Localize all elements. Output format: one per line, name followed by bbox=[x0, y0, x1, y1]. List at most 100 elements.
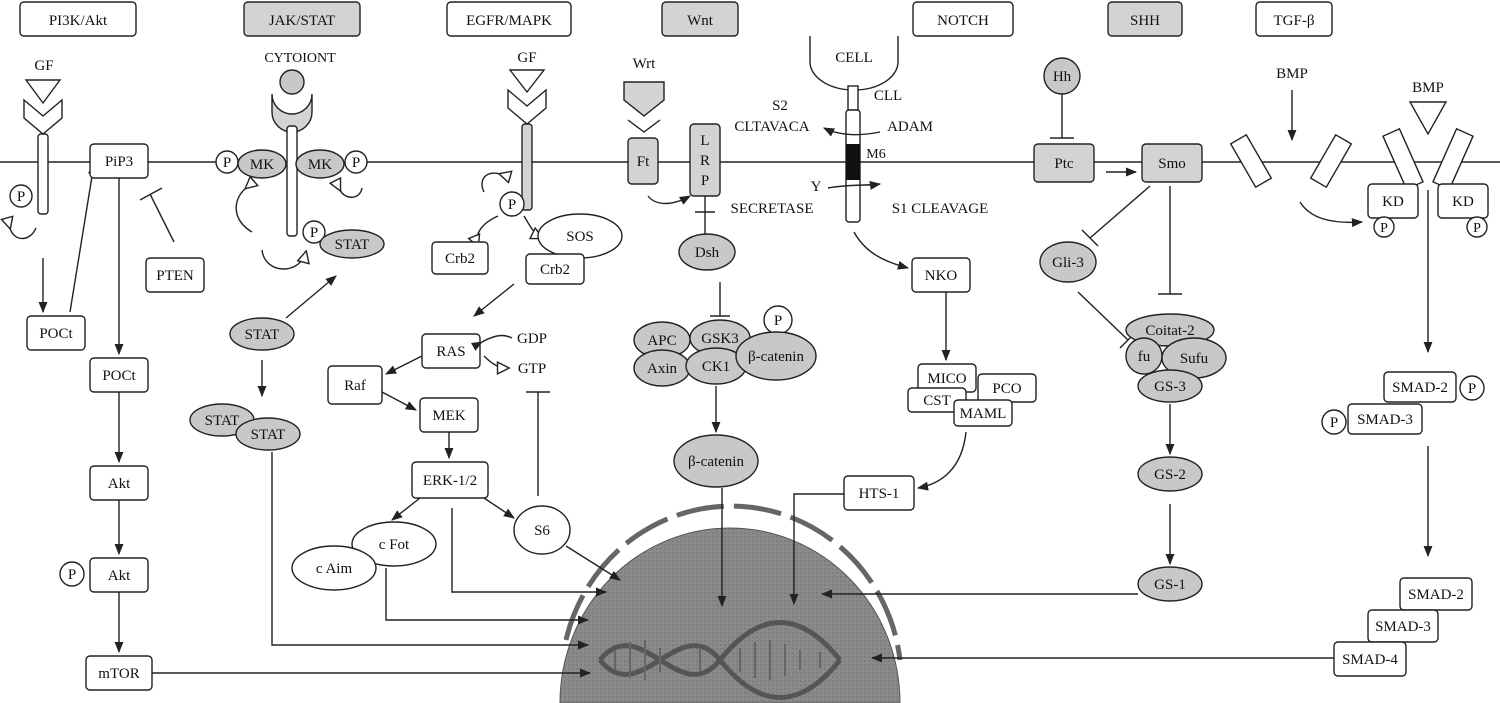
beta-catenin-complex bbox=[735, 331, 817, 381]
svg-text:GDP: GDP bbox=[517, 331, 547, 347]
svg-text:P: P bbox=[774, 313, 782, 329]
tgf-beta-pathway: BMP BMP KD KD P P SMAD-2 P P SMAD-3 SMAD… bbox=[870, 66, 1489, 677]
svg-text:KD: KD bbox=[1382, 194, 1404, 210]
svg-text:MEK: MEK bbox=[432, 408, 466, 424]
svg-text:S2: S2 bbox=[772, 98, 788, 114]
receptor-right bbox=[1309, 133, 1353, 189]
svg-text:fu: fu bbox=[1138, 349, 1151, 365]
raf-box bbox=[327, 365, 383, 405]
header-egfr-mapk: EGFR/MAPK bbox=[466, 13, 552, 29]
svg-text:Crb2: Crb2 bbox=[540, 262, 570, 278]
phospho-icon bbox=[9, 184, 33, 208]
svg-text:S1 CLEAVAGE: S1 CLEAVAGE bbox=[892, 201, 989, 217]
beta-catenin bbox=[673, 434, 759, 488]
svg-text:HTS-1: HTS-1 bbox=[859, 486, 900, 502]
svg-text:Coitat-2: Coitat-2 bbox=[1145, 323, 1194, 339]
pi3k-gf-label: GF bbox=[34, 58, 53, 74]
stat-free bbox=[229, 317, 295, 351]
svg-text:Akt: Akt bbox=[108, 476, 131, 492]
gs-2 bbox=[1137, 456, 1203, 492]
wrt-label: Wrt bbox=[633, 56, 657, 72]
cytokine-icon bbox=[279, 69, 305, 95]
svg-text:P: P bbox=[701, 173, 709, 189]
stat-bound bbox=[319, 229, 385, 259]
svg-text:GSK3: GSK3 bbox=[701, 331, 739, 347]
svg-text:mTOR: mTOR bbox=[98, 666, 139, 682]
svg-text:PTEN: PTEN bbox=[156, 268, 194, 284]
receptor-icon bbox=[271, 93, 313, 133]
svg-text:Hh: Hh bbox=[1053, 69, 1072, 85]
svg-text:P: P bbox=[352, 155, 360, 171]
receptor-left bbox=[1229, 133, 1273, 189]
svg-text:Crb2: Crb2 bbox=[445, 251, 475, 267]
svg-text:MICO: MICO bbox=[927, 371, 966, 387]
svg-text:P: P bbox=[223, 155, 231, 171]
egfr-mapk-pathway: GF P SOS Crb2 Crb2 RAS GDP GTP Raf MEK E… bbox=[291, 50, 623, 625]
receptor-stem bbox=[37, 133, 49, 215]
erk-box bbox=[411, 461, 489, 499]
svg-text:SMAD-3: SMAD-3 bbox=[1375, 619, 1431, 635]
header-pi3k: PI3K/Akt bbox=[49, 13, 108, 29]
svg-text:P: P bbox=[310, 225, 318, 241]
svg-text:MK: MK bbox=[308, 157, 332, 173]
svg-text:β-catenin: β-catenin bbox=[688, 454, 744, 470]
svg-text:GTP: GTP bbox=[518, 361, 546, 377]
pathway-headers: PI3K/Akt JAK/STAT EGFR/MAPK Wnt NOTCH SH… bbox=[19, 1, 1333, 37]
svg-text:APC: APC bbox=[647, 333, 676, 349]
hts-box bbox=[843, 475, 915, 511]
smad4-box bbox=[1333, 641, 1407, 677]
svg-text:c Fot: c Fot bbox=[379, 537, 410, 553]
svg-text:SOS: SOS bbox=[566, 229, 594, 245]
kd-box-2 bbox=[1437, 183, 1489, 219]
svg-text:Sufu: Sufu bbox=[1180, 351, 1209, 367]
svg-text:MK: MK bbox=[250, 157, 274, 173]
smad2-box bbox=[1383, 371, 1457, 403]
svg-text:ERK-1/2: ERK-1/2 bbox=[423, 473, 477, 489]
svg-text:BMP: BMP bbox=[1276, 66, 1308, 82]
svg-text:GS-2: GS-2 bbox=[1154, 467, 1186, 483]
svg-text:P: P bbox=[1473, 221, 1481, 236]
mk-left bbox=[237, 149, 287, 179]
svg-text:STAT: STAT bbox=[205, 413, 240, 429]
svg-text:SMAD-2: SMAD-2 bbox=[1392, 380, 1448, 396]
svg-text:SMAD-3: SMAD-3 bbox=[1357, 412, 1413, 428]
svg-text:P: P bbox=[1330, 415, 1338, 431]
svg-text:SMAD-2: SMAD-2 bbox=[1408, 587, 1464, 603]
frizzled-box bbox=[627, 137, 659, 185]
svg-text:Akt: Akt bbox=[108, 568, 131, 584]
svg-text:P: P bbox=[508, 197, 516, 213]
receptor-icon bbox=[23, 98, 63, 135]
svg-text:Ptc: Ptc bbox=[1054, 156, 1074, 172]
svg-text:STAT: STAT bbox=[245, 327, 280, 343]
c-aim bbox=[291, 545, 377, 591]
svg-text:R: R bbox=[700, 153, 710, 169]
svg-text:P: P bbox=[1468, 381, 1476, 397]
header-notch: NOTCH bbox=[937, 13, 989, 29]
svg-text:POCt: POCt bbox=[102, 368, 136, 384]
svg-text:PiP3: PiP3 bbox=[105, 154, 133, 170]
dna-helix-icon bbox=[598, 620, 842, 700]
crb2-box-b bbox=[525, 253, 585, 285]
smad3-box bbox=[1347, 403, 1423, 435]
pten-box bbox=[145, 257, 205, 293]
svg-text:BMP: BMP bbox=[1412, 80, 1444, 96]
wnt-ligand-icon bbox=[623, 81, 665, 117]
svg-text:CLTAVACA: CLTAVACA bbox=[734, 119, 809, 135]
nko-box bbox=[911, 257, 971, 293]
svg-text:Raf: Raf bbox=[344, 378, 366, 394]
svg-text:Dsh: Dsh bbox=[695, 245, 720, 261]
wnt-pathway: Wrt Ft L R P Dsh APC GSK3 P Axin CK1 β-c… bbox=[623, 56, 817, 608]
svg-text:SECRETASE: SECRETASE bbox=[731, 201, 814, 217]
gs-1 bbox=[1137, 566, 1203, 602]
header-tgf-beta: TGF-β bbox=[1274, 13, 1315, 29]
header-jak-stat: JAK/STAT bbox=[269, 13, 335, 29]
gf-ligand-icon bbox=[508, 69, 546, 94]
svg-text:KD: KD bbox=[1452, 194, 1474, 210]
svg-text:Y: Y bbox=[811, 179, 822, 195]
bmp-ligand-icon bbox=[1408, 101, 1448, 136]
svg-text:MAML: MAML bbox=[960, 406, 1007, 422]
dsh bbox=[678, 233, 736, 271]
svg-text:PCO: PCO bbox=[992, 381, 1021, 397]
svg-text:NKO: NKO bbox=[925, 268, 958, 284]
